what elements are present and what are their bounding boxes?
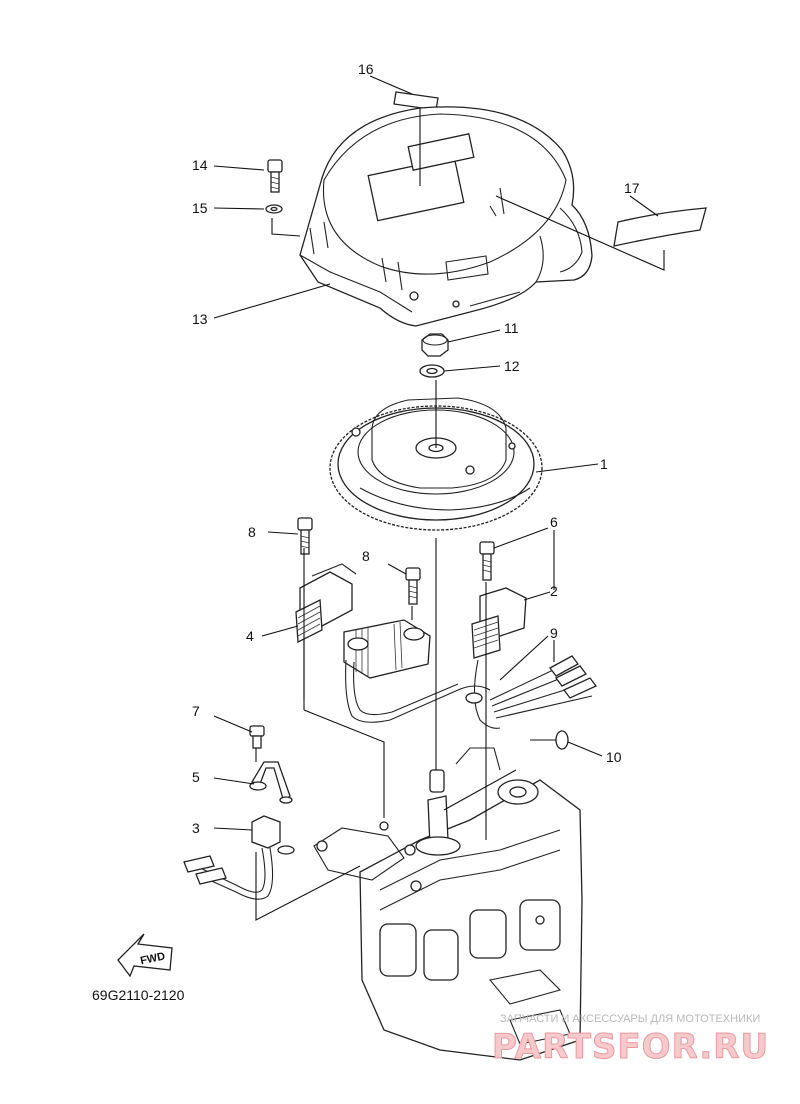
watermark-tagline: ЗАПЧАСТИ И АКСЕССУАРЫ ДЛЯ МОТОТЕХНИКИ — [500, 1013, 760, 1025]
part-15-washer — [265, 204, 283, 214]
callout-4: 4 — [246, 628, 254, 644]
part-1-flywheel — [329, 397, 543, 531]
part-5-bracket — [249, 761, 293, 804]
part-17-decal — [613, 207, 707, 247]
callout-14: 14 — [192, 157, 208, 173]
callout-17: 17 — [624, 180, 640, 196]
callout-10: 10 — [606, 749, 622, 765]
part-6-bolt — [479, 541, 495, 581]
callout-8-middle: 8 — [362, 548, 370, 564]
part-3-thermo-switch — [183, 815, 295, 900]
part-13-flywheel-cover — [299, 106, 593, 327]
callout-15: 15 — [192, 200, 208, 216]
callout-2: 2 — [550, 583, 558, 599]
part-8-bolt-middle — [405, 567, 421, 605]
part-14-bolt — [267, 159, 283, 193]
part-2-pulser-coil — [471, 587, 527, 659]
fwd-label: FWD — [139, 950, 166, 967]
stator-coil — [343, 619, 431, 679]
part-4-charge-coil — [295, 563, 357, 644]
callout-5: 5 — [192, 769, 200, 785]
part-7-bolt — [249, 725, 265, 749]
part-9-wire-harness — [345, 655, 598, 729]
callout-16: 16 — [358, 61, 374, 77]
callout-12: 12 — [504, 358, 520, 374]
fwd-arrow-icon: FWD — [117, 933, 173, 978]
watermark-brand: PARTSFOR.RU — [492, 1027, 769, 1067]
callout-6: 6 — [550, 514, 558, 530]
part-8-bolt-left — [297, 517, 313, 555]
part-12-washer — [419, 364, 445, 378]
part-11-nut — [421, 333, 449, 357]
engine-powerhead — [313, 747, 583, 1061]
callout-1: 1 — [600, 456, 608, 472]
leader-lines — [213, 75, 665, 921]
callout-3: 3 — [192, 820, 200, 836]
part-10-grommet — [555, 730, 569, 750]
callout-9: 9 — [550, 625, 558, 641]
callout-7: 7 — [192, 703, 200, 719]
callout-8-left: 8 — [248, 524, 256, 540]
watermark: ЗАПЧАСТИ И АКСЕССУАРЫ ДЛЯ МОТОТЕХНИКИ PA… — [492, 1013, 769, 1068]
callout-13: 13 — [192, 311, 208, 327]
callout-11: 11 — [504, 320, 519, 336]
callout-labels: 16 14 15 17 13 11 12 1 8 6 8 2 4 9 7 10 … — [192, 61, 640, 836]
part-code: 69G2110-2120 — [92, 987, 185, 1003]
